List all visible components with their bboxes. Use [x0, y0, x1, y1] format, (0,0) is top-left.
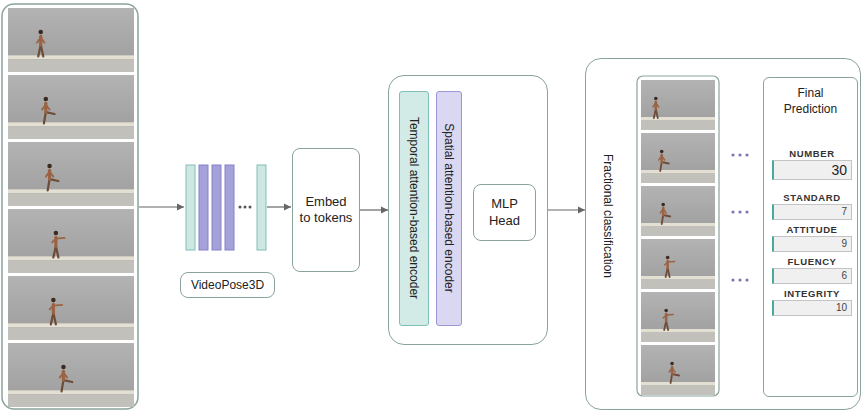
frames-panel: [637, 76, 719, 396]
score-field: NUMBER30: [772, 148, 852, 186]
ellipsis-dot: [738, 153, 741, 156]
person-figure: [42, 97, 55, 124]
node-label: Spatial attention-based encoder: [442, 123, 456, 292]
flow-line: [267, 206, 291, 207]
network-layer: [225, 165, 234, 250]
node-label: MLP Head: [480, 196, 529, 229]
ellipsis-dot: [249, 206, 252, 209]
score-value: 9: [772, 236, 852, 252]
person-figure: [663, 309, 673, 330]
score-label: STANDARD: [772, 192, 852, 204]
prediction-panel: NUMBER30STANDARD7ATTITUDE9FLUENCY6INTEGR…: [763, 77, 858, 397]
score-field: ATTITUDE9: [772, 224, 852, 254]
person-figure: [659, 150, 669, 171]
video-frame: [641, 345, 715, 395]
network-layer: [212, 165, 221, 250]
ellipsis-dot: [745, 278, 748, 281]
video-frame: [8, 209, 134, 273]
score-field: FLUENCY6: [772, 256, 852, 286]
network-layer: [199, 165, 208, 250]
person-figure: [669, 362, 679, 383]
video-frame: [641, 239, 715, 289]
node-label: Temporal attention-based encoder: [407, 117, 421, 299]
video-frame: [641, 80, 715, 130]
node-label: VideoPose3D: [191, 278, 264, 293]
encoder-bar: Spatial attention-based encoder: [436, 91, 462, 326]
video-frame: [8, 75, 134, 139]
score-value: 30: [772, 160, 852, 180]
person-figure: [50, 298, 63, 325]
video-frame: [641, 186, 715, 236]
ellipsis-dot: [731, 153, 734, 156]
ellipsis-dot: [745, 153, 748, 156]
flow-arrow: [360, 209, 388, 210]
video-frame: [8, 8, 134, 72]
score-label: NUMBER: [772, 148, 852, 160]
video-frame: [641, 133, 715, 183]
video-panel: [2, 4, 138, 409]
flow-line: [139, 206, 184, 207]
network-layer: [186, 165, 195, 250]
score-value: 10: [772, 300, 852, 316]
ellipsis-dot: [239, 206, 242, 209]
video-frame: [8, 276, 134, 340]
node-label: Fractional classification: [601, 154, 615, 278]
network-layer: [257, 165, 266, 250]
panel-title: Final Prediction: [776, 86, 846, 117]
process-box: MLP Head: [473, 184, 536, 241]
person-figure: [37, 30, 45, 57]
score-label: FLUENCY: [772, 256, 852, 268]
person-figure: [52, 231, 64, 258]
encoder-group: Temporal attention-based encoder Spatial …: [388, 75, 548, 345]
score-value: 6: [772, 268, 852, 284]
flow-arrow: [548, 209, 585, 210]
ellipsis-dot: [731, 210, 734, 213]
video-frame: [8, 343, 134, 407]
ellipsis-dot: [745, 210, 748, 213]
label-box: VideoPose3D: [180, 272, 275, 298]
person-figure: [653, 97, 659, 118]
video-frame: [641, 292, 715, 342]
score-field: INTEGRITY10: [772, 288, 852, 318]
person-figure: [46, 164, 59, 191]
encoder-bar: Temporal attention-based encoder: [399, 91, 429, 326]
node-label: Embed to tokens: [299, 194, 353, 227]
score-value: 7: [772, 204, 852, 220]
ellipsis-dot: [731, 278, 734, 281]
score-field: STANDARD7: [772, 192, 852, 222]
video-frame: [8, 142, 134, 206]
ellipsis-dot: [738, 278, 741, 281]
process-box: Embed to tokens: [292, 148, 360, 272]
score-label: ATTITUDE: [772, 224, 852, 236]
person-figure: [660, 203, 670, 224]
classification-group: NUMBER30STANDARD7ATTITUDE9FLUENCY6INTEGR…: [585, 58, 861, 410]
person-figure: [665, 256, 675, 277]
person-figure: [60, 365, 73, 392]
score-label: INTEGRITY: [772, 288, 852, 300]
ellipsis-dot: [738, 210, 741, 213]
ellipsis-dot: [244, 206, 247, 209]
